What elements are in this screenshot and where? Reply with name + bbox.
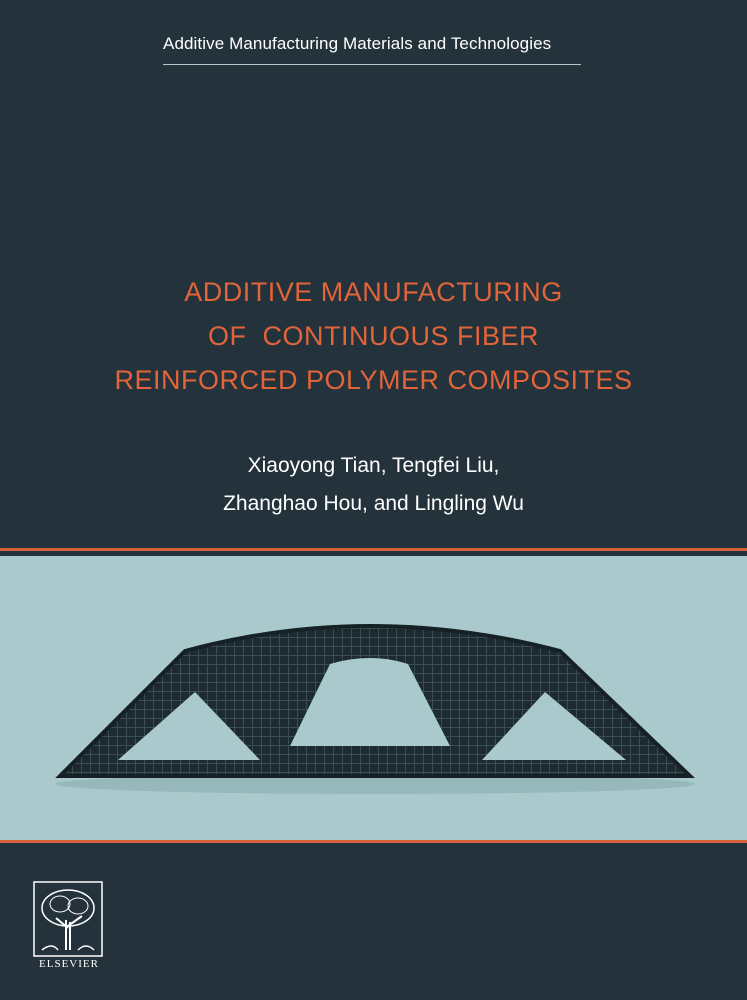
truss-part (0, 556, 747, 840)
series-rule (163, 64, 581, 65)
top-accent-rule (0, 548, 747, 551)
book-title: ADDITIVE MANUFACTURING OF CONTINUOUS FIB… (0, 270, 747, 402)
cover-photo (0, 556, 747, 840)
publisher-name: ELSEVIER (39, 958, 99, 970)
bottom-accent-rule (0, 840, 747, 843)
series-name: Additive Manufacturing Materials and Tec… (163, 34, 552, 53)
title-line: OF CONTINUOUS FIBER (207, 321, 539, 351)
truss-part-image (0, 556, 747, 840)
title-line: REINFORCED POLYMER COMPOSITES (114, 365, 633, 395)
title-line: ADDITIVE MANUFACTURING (184, 277, 563, 307)
authors: Xiaoyong Tian, Tengfei Liu, Zhanghao Hou… (0, 447, 747, 523)
author-line: Zhanghao Hou, and Lingling Wu (223, 492, 524, 515)
author-line: Xiaoyong Tian, Tengfei Liu, (247, 454, 500, 477)
elsevier-tree-logo-icon (33, 881, 103, 957)
